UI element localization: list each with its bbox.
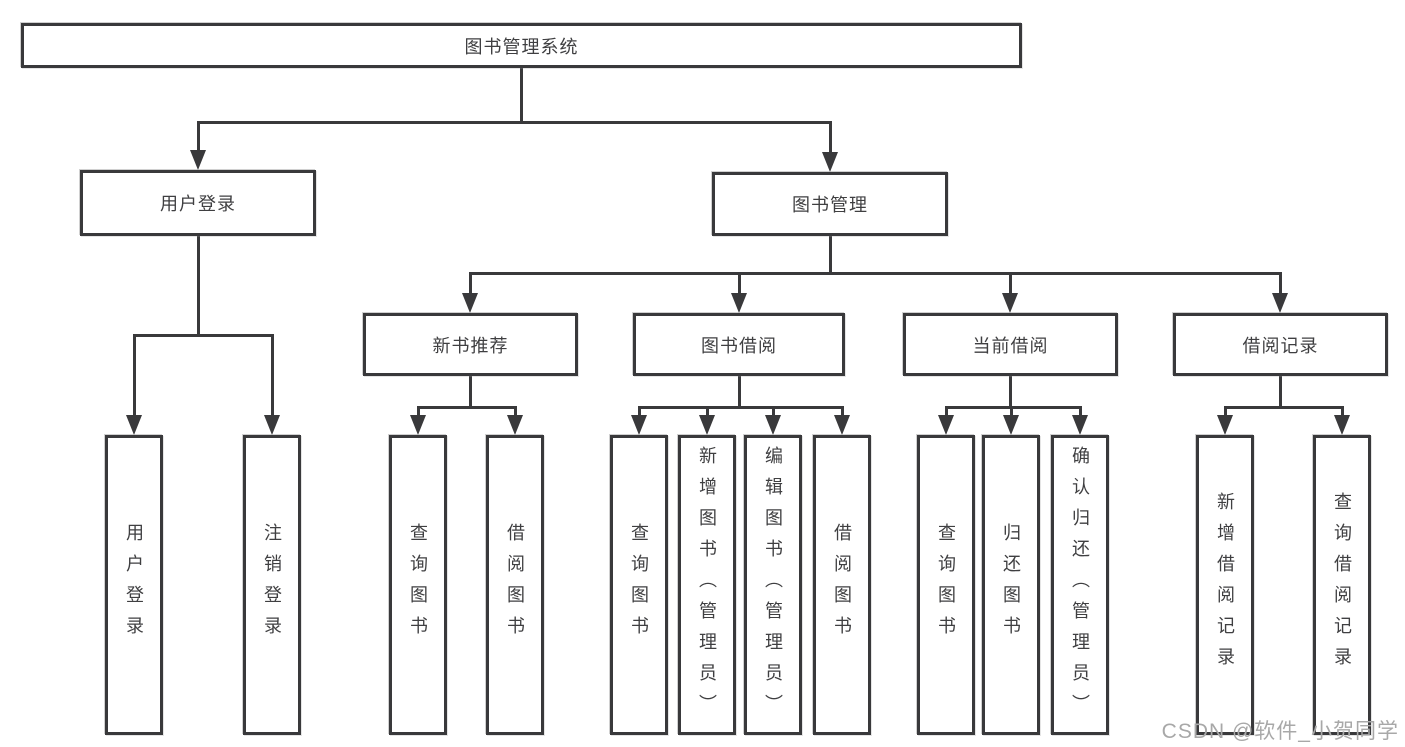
connector-line	[1009, 376, 1012, 409]
leaf-query-books-current: 查询图书	[917, 435, 975, 735]
connector-line	[945, 406, 948, 417]
leaf-borrow-books-recommend: 借阅图书	[486, 435, 544, 735]
connector-line	[197, 121, 832, 124]
arrowhead-down-icon	[507, 415, 523, 435]
arrowhead-down-icon	[822, 152, 838, 172]
node-borrowing-records: 借阅记录	[1173, 313, 1388, 376]
leaf-user-login: 用户登录	[105, 435, 163, 735]
node-book-borrowing: 图书借阅	[633, 313, 845, 376]
connector-line	[829, 236, 832, 275]
connector-line	[638, 406, 844, 409]
watermark: CSDN @软件_小贺同学	[1161, 720, 1399, 743]
connector-line	[271, 334, 274, 417]
node-current-borrowing: 当前借阅	[903, 313, 1118, 376]
connector-line	[1010, 406, 1013, 417]
leaf-borrow-books-borrowing: 借阅图书	[813, 435, 871, 735]
arrowhead-down-icon	[731, 293, 747, 313]
arrowhead-down-icon	[1217, 415, 1233, 435]
connector-line	[1279, 272, 1282, 295]
node-book-management: 图书管理	[712, 172, 948, 236]
connector-line	[469, 376, 472, 409]
leaf-query-borrow-record: 查询借阅记录	[1313, 435, 1371, 735]
connector-line	[417, 406, 517, 409]
leaf-return-books: 归还图书	[982, 435, 1040, 735]
leaf-add-book-admin: 新增图书（管理员）	[678, 435, 736, 735]
leaf-edit-book-admin: 编辑图书（管理员）	[744, 435, 802, 735]
connector-line	[197, 236, 200, 337]
connector-line	[133, 334, 274, 337]
node-user-login: 用户登录	[80, 170, 316, 236]
arrowhead-down-icon	[1002, 293, 1018, 313]
node-library-management-system: 图书管理系统	[21, 23, 1022, 68]
arrowhead-down-icon	[264, 415, 280, 435]
connector-line	[469, 272, 1282, 275]
leaf-add-borrow-record: 新增借阅记录	[1196, 435, 1254, 735]
leaf-confirm-return-admin: 确认归还（管理员）	[1051, 435, 1109, 735]
node-new-book-recommend: 新书推荐	[363, 313, 578, 376]
connector-line	[772, 406, 775, 417]
connector-line	[1279, 376, 1282, 409]
arrowhead-down-icon	[834, 415, 850, 435]
arrowhead-down-icon	[631, 415, 647, 435]
connector-line	[514, 406, 517, 417]
connector-line	[1009, 272, 1012, 295]
connector-line	[738, 376, 741, 409]
connector-line	[417, 406, 420, 417]
connector-line	[1079, 406, 1082, 417]
arrowhead-down-icon	[1334, 415, 1350, 435]
connector-line	[1224, 406, 1344, 409]
connector-line	[133, 334, 136, 417]
arrowhead-down-icon	[126, 415, 142, 435]
leaf-query-books-borrowing: 查询图书	[610, 435, 668, 735]
arrowhead-down-icon	[765, 415, 781, 435]
connector-line	[520, 66, 523, 124]
arrowhead-down-icon	[1003, 415, 1019, 435]
leaf-logout: 注销登录	[243, 435, 301, 735]
arrowhead-down-icon	[938, 415, 954, 435]
connector-line	[706, 406, 709, 417]
arrowhead-down-icon	[462, 293, 478, 313]
connector-line	[638, 406, 641, 417]
connector-line	[1341, 406, 1344, 417]
arrowhead-down-icon	[699, 415, 715, 435]
connector-line	[841, 406, 844, 417]
arrowhead-down-icon	[1272, 293, 1288, 313]
connector-line	[197, 121, 200, 152]
connector-line	[738, 272, 741, 295]
connector-line	[469, 272, 472, 295]
connector-line	[945, 406, 1082, 409]
arrowhead-down-icon	[190, 150, 206, 170]
leaf-query-books-recommend: 查询图书	[389, 435, 447, 735]
connector-line	[829, 121, 832, 154]
arrowhead-down-icon	[1072, 415, 1088, 435]
arrowhead-down-icon	[410, 415, 426, 435]
connector-line	[1224, 406, 1227, 417]
